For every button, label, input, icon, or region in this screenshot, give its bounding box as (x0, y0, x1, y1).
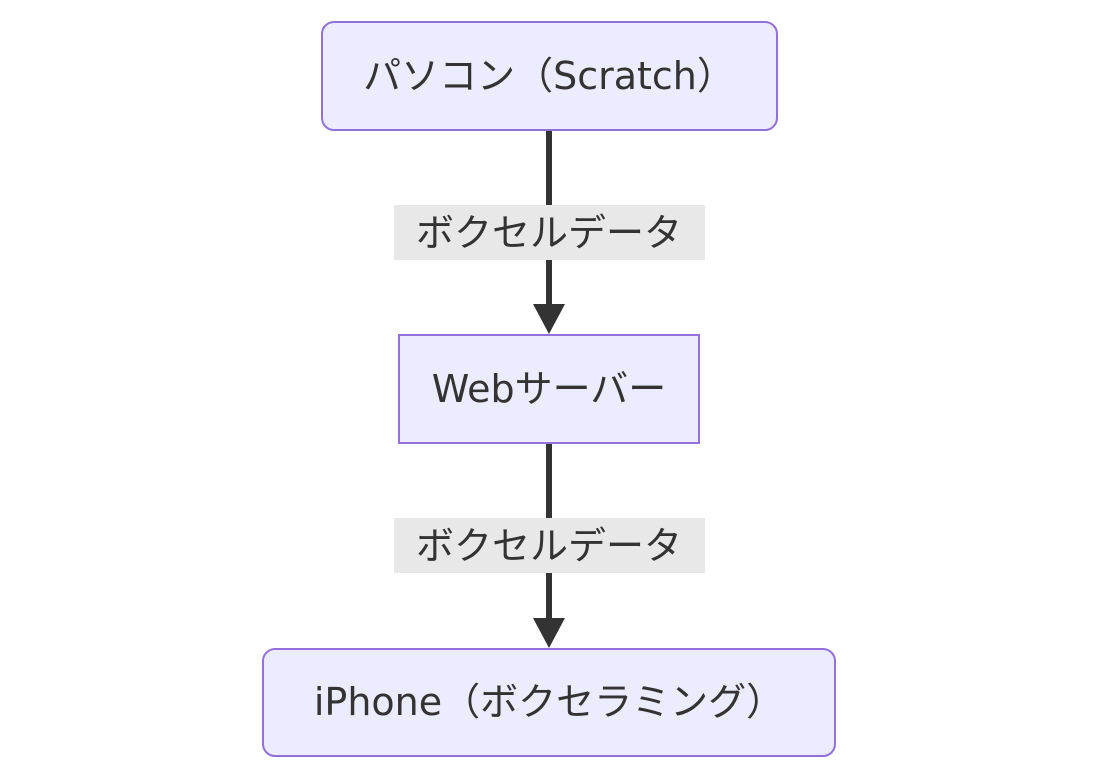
edge-pc-to-server: ボクセルデータ (394, 131, 705, 334)
edge-label: ボクセルデータ (416, 211, 682, 255)
arrowhead-icon (533, 618, 565, 648)
edge-label-background (394, 205, 705, 260)
edge-server-to-iphone: ボクセルデータ (394, 444, 705, 648)
node-label: Webサーバー (432, 367, 666, 411)
edge-label-background (394, 518, 705, 573)
node-box (321, 21, 778, 131)
node-box (398, 334, 700, 444)
node-web-server[interactable]: Webサーバー (398, 334, 700, 444)
arrowhead-icon (533, 304, 565, 334)
node-label: パソコン（Scratch） (363, 54, 735, 98)
node-box (262, 648, 836, 757)
node-iphone[interactable]: iPhone（ボクセラミング） (262, 648, 836, 757)
node-label: iPhone（ボクセラミング） (314, 680, 784, 724)
node-pc[interactable]: パソコン（Scratch） (321, 21, 778, 131)
edge-label: ボクセルデータ (416, 524, 682, 568)
